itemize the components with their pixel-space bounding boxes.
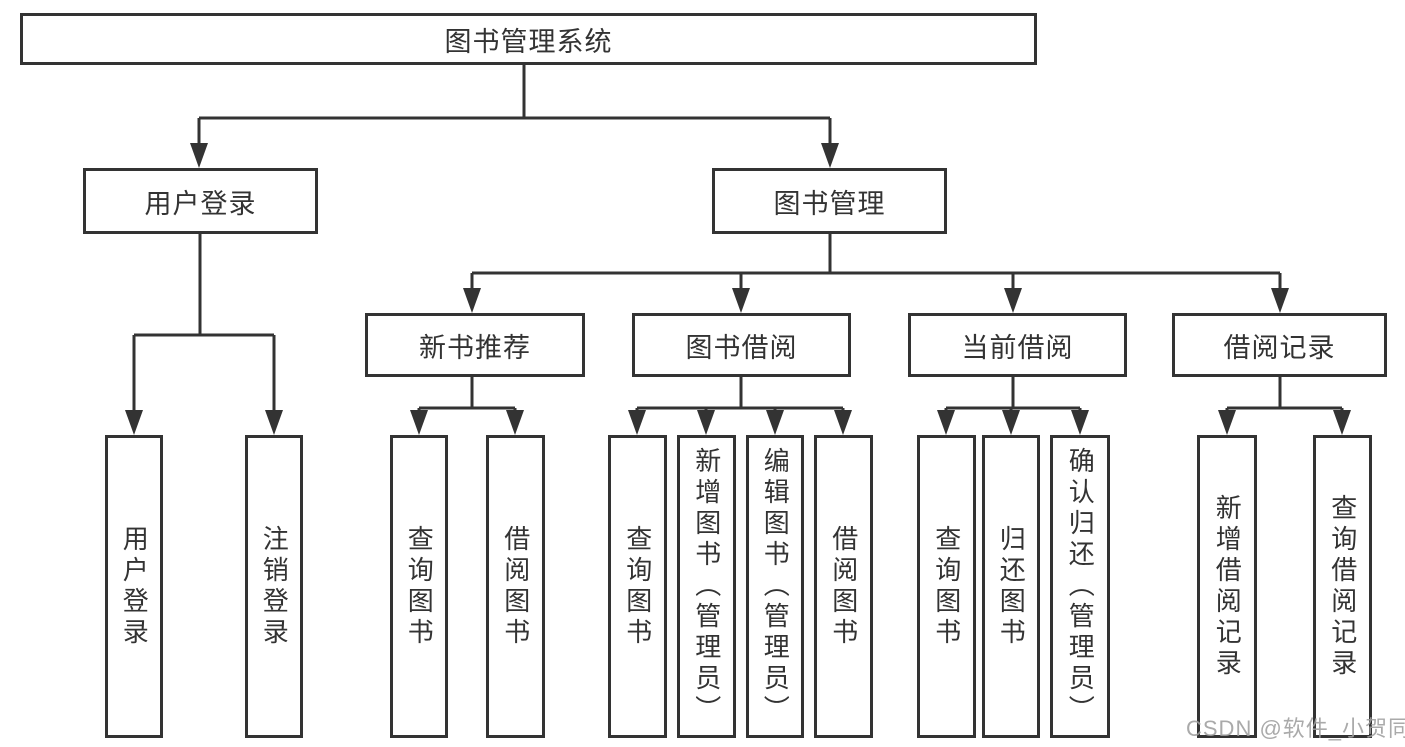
connector-current-borrowing-to-leaves [937, 377, 1089, 435]
connector-user-login-to-leaves [125, 234, 283, 435]
node-library-management-system: 图书管理系统 [20, 13, 1037, 65]
leaf-borrow-books-recommend: 借阅图书 [486, 435, 545, 738]
connector-book-borrowing-to-leaves [628, 377, 852, 435]
leaf-return-books: 归还图书 [982, 435, 1040, 738]
connector-new-book-recommend-to-leaves [410, 377, 524, 435]
leaf-add-books-admin: 新增图书（管理员） [677, 435, 736, 738]
leaf-borrow-books-borrowing: 借阅图书 [814, 435, 873, 738]
leaf-confirm-return-admin: 确认归还（管理员） [1050, 435, 1110, 738]
leaf-query-borrow-record: 查询借阅记录 [1313, 435, 1372, 738]
node-new-book-recommend: 新书推荐 [365, 313, 585, 377]
node-book-borrowing: 图书借阅 [632, 313, 851, 377]
leaf-edit-books-admin: 编辑图书（管理员） [746, 435, 804, 738]
leaf-query-books-recommend: 查询图书 [390, 435, 448, 738]
connector-borrowing-records-to-leaves [1218, 377, 1351, 435]
node-user-login: 用户登录 [83, 168, 318, 234]
node-current-borrowing: 当前借阅 [908, 313, 1127, 377]
leaf-logout-login: 注销登录 [245, 435, 303, 738]
node-book-management: 图书管理 [712, 168, 947, 234]
csdn-watermark: CSDN @软件_小贺同学 [1186, 716, 1405, 741]
node-borrowing-records: 借阅记录 [1172, 313, 1387, 377]
leaf-add-borrow-record: 新增借阅记录 [1197, 435, 1257, 738]
leaf-user-login: 用户登录 [105, 435, 163, 738]
connector-root-to-level2 [190, 65, 839, 168]
connector-book-management-to-level3 [463, 234, 1289, 313]
leaf-query-books-current: 查询图书 [917, 435, 976, 738]
leaf-query-books-borrowing: 查询图书 [608, 435, 667, 738]
